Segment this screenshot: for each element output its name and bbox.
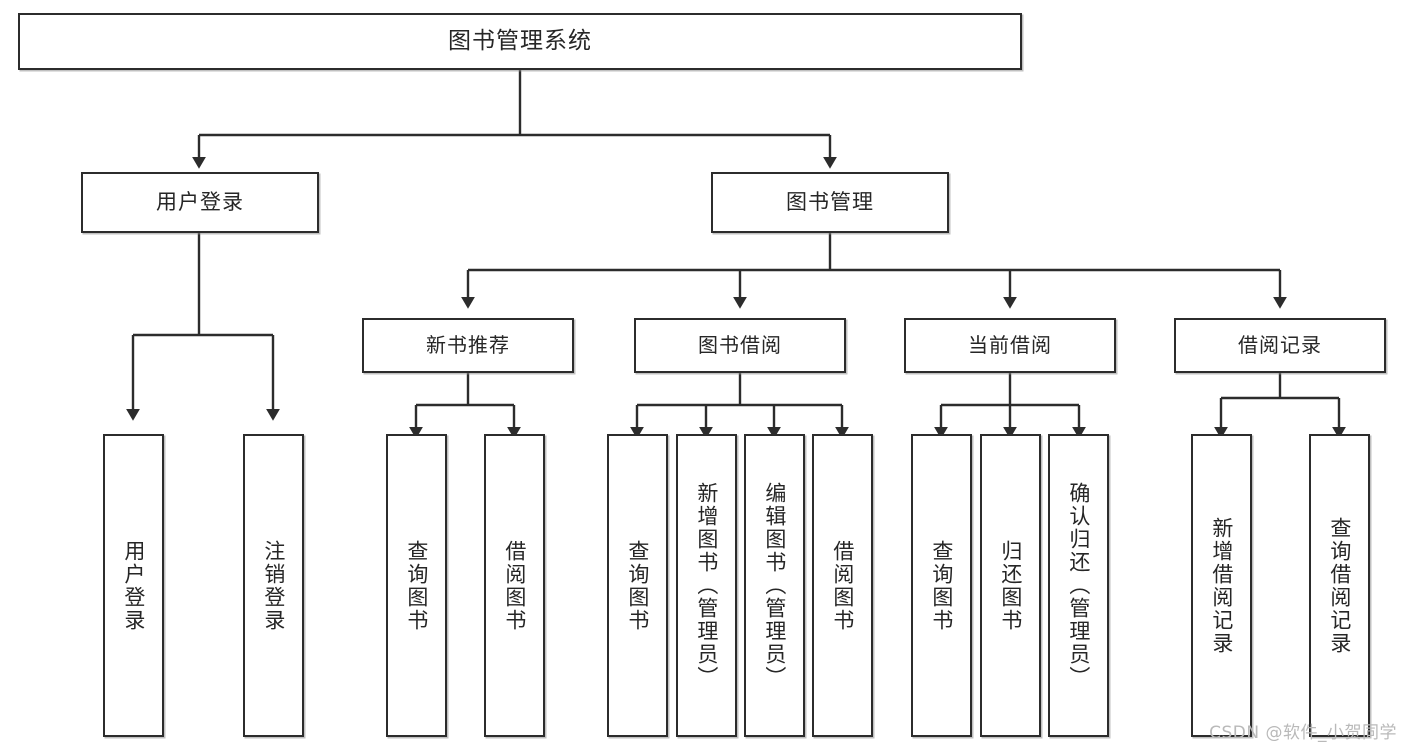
leaf-record-add-record[interactable]: 新增借阅记录 bbox=[1191, 434, 1252, 737]
node-new-book-recommend[interactable]: 新书推荐 bbox=[362, 318, 574, 373]
leaf-recommend-query-book-label: 查询图书 bbox=[404, 539, 429, 632]
leaf-user-login-signout-label: 注销登录 bbox=[261, 539, 286, 632]
leaf-borrow-edit-book[interactable]: 编辑图书（管理员） bbox=[744, 434, 805, 737]
node-book-management-label: 图书管理 bbox=[786, 190, 874, 215]
leaf-borrow-borrow-book[interactable]: 借阅图书 bbox=[812, 434, 873, 737]
leaf-recommend-query-book[interactable]: 查询图书 bbox=[386, 434, 447, 737]
node-current-borrow-label: 当前借阅 bbox=[968, 332, 1052, 357]
leaf-user-login-signin[interactable]: 用户登录 bbox=[103, 434, 164, 737]
leaf-current-confirm-return-label: 确认归还（管理员） bbox=[1066, 482, 1091, 689]
leaf-record-add-record-label: 新增借阅记录 bbox=[1209, 516, 1234, 655]
leaf-user-login-signout[interactable]: 注销登录 bbox=[243, 434, 304, 737]
leaf-recommend-borrow-book[interactable]: 借阅图书 bbox=[484, 434, 545, 737]
leaf-current-query-book[interactable]: 查询图书 bbox=[911, 434, 972, 737]
node-user-login[interactable]: 用户登录 bbox=[81, 172, 319, 233]
leaf-current-confirm-return[interactable]: 确认归还（管理员） bbox=[1048, 434, 1109, 737]
node-book-borrow[interactable]: 图书借阅 bbox=[634, 318, 846, 373]
leaf-borrow-add-book-label: 新增图书（管理员） bbox=[694, 482, 719, 689]
leaf-recommend-borrow-book-label: 借阅图书 bbox=[502, 539, 527, 632]
node-borrow-record[interactable]: 借阅记录 bbox=[1174, 318, 1386, 373]
leaf-user-login-signin-label: 用户登录 bbox=[121, 539, 146, 632]
leaf-current-query-book-label: 查询图书 bbox=[929, 539, 954, 632]
leaf-current-return-book[interactable]: 归还图书 bbox=[980, 434, 1041, 737]
leaf-current-return-book-label: 归还图书 bbox=[998, 539, 1023, 632]
leaf-borrow-add-book[interactable]: 新增图书（管理员） bbox=[676, 434, 737, 737]
node-root[interactable]: 图书管理系统 bbox=[18, 13, 1022, 70]
leaf-record-query-record[interactable]: 查询借阅记录 bbox=[1309, 434, 1370, 737]
node-new-book-recommend-label: 新书推荐 bbox=[426, 332, 510, 357]
leaf-record-query-record-label: 查询借阅记录 bbox=[1327, 516, 1352, 655]
leaf-borrow-borrow-book-label: 借阅图书 bbox=[830, 539, 855, 632]
node-current-borrow[interactable]: 当前借阅 bbox=[904, 318, 1116, 373]
leaf-borrow-edit-book-label: 编辑图书（管理员） bbox=[762, 482, 787, 689]
node-user-login-label: 用户登录 bbox=[156, 190, 244, 215]
node-book-borrow-label: 图书借阅 bbox=[698, 332, 782, 357]
leaf-borrow-query-book-label: 查询图书 bbox=[625, 539, 650, 632]
node-borrow-record-label: 借阅记录 bbox=[1238, 332, 1322, 357]
leaf-borrow-query-book[interactable]: 查询图书 bbox=[607, 434, 668, 737]
csdn-watermark: CSDN @软件_小贺同学 bbox=[1209, 723, 1397, 743]
node-book-management[interactable]: 图书管理 bbox=[711, 172, 949, 233]
node-root-label: 图书管理系统 bbox=[448, 28, 592, 55]
